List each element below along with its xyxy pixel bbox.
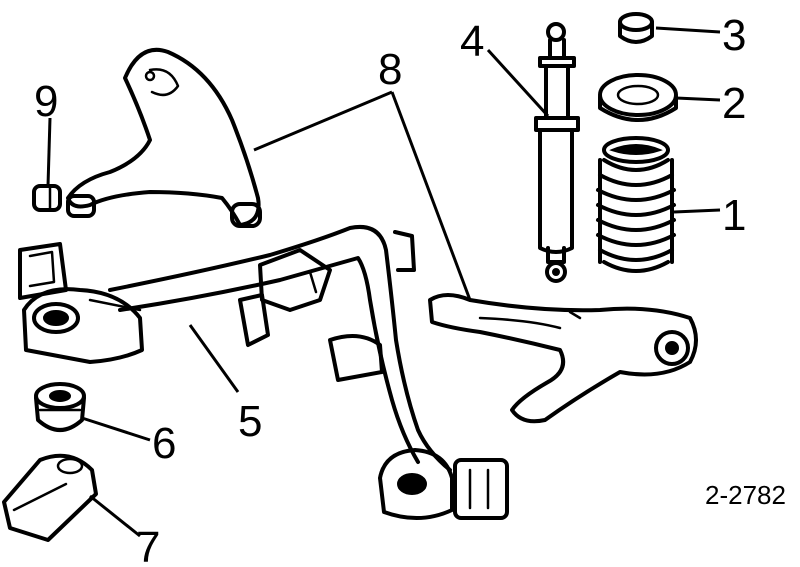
callout-subframe: 5 (238, 397, 262, 446)
leader-lines (46, 26, 721, 538)
coil-spring-part (596, 136, 676, 273)
reference-code: 2-2782 (705, 480, 786, 510)
callout-shock-absorber: 4 (460, 17, 484, 66)
arm-bushing-part (32, 184, 62, 212)
callout-control-arm: 8 (378, 45, 402, 94)
spring-seat-part (598, 73, 678, 122)
left-mount-part (18, 242, 144, 364)
callout-bushing: 6 (152, 419, 176, 468)
shock-absorber-part (534, 22, 580, 283)
callout-arm-bushing: 9 (34, 77, 58, 126)
callout-labels: 1 2 3 4 5 6 7 8 9 (34, 11, 746, 567)
upper-control-arm-left (66, 47, 262, 228)
bump-stop-part (618, 12, 654, 44)
callout-coil-spring: 1 (722, 191, 746, 240)
bushing-part (34, 382, 86, 432)
subframe-part (108, 225, 509, 521)
callout-spring-seat: 2 (722, 79, 746, 128)
lower-control-arm-right (428, 293, 698, 424)
bracket-part (2, 453, 98, 542)
callout-bump-stop: 3 (722, 11, 746, 60)
callout-bracket: 7 (136, 523, 160, 567)
